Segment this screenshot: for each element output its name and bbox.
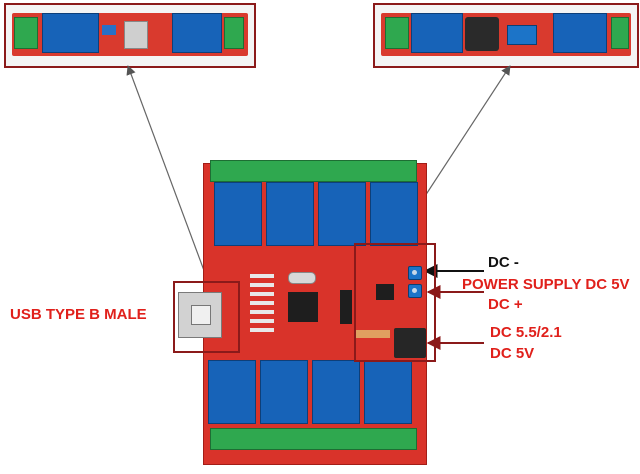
inset-blue-component (102, 25, 116, 35)
inset-usb-side (4, 3, 256, 68)
inset-relay-left (411, 13, 463, 53)
usb-port-inner (191, 305, 211, 325)
inset-power-side (373, 3, 639, 68)
crystal (288, 272, 316, 284)
relay-7 (312, 360, 360, 424)
dc-minus-label: DC - (488, 254, 519, 271)
callout-box-power (354, 243, 436, 362)
inset-relay-right (172, 13, 222, 53)
usb-label: USB TYPE B MALE (10, 306, 147, 323)
screw-terminal-minus (408, 266, 422, 280)
connector-line-left (126, 65, 210, 285)
inset-dc-jack (465, 17, 499, 51)
resistor-array (356, 330, 390, 338)
terminal-block-top (210, 160, 417, 182)
screw-terminal-plus (408, 284, 422, 298)
usb-port (178, 292, 222, 338)
terminal-block-bottom (210, 428, 417, 450)
relay-3 (318, 182, 366, 246)
dc-plus-label: DC + (488, 296, 523, 313)
relay-8 (364, 360, 412, 424)
usb-chip (376, 284, 394, 300)
inset-terminal-right (224, 17, 244, 49)
inset-relay-left (42, 13, 99, 53)
inset-terminal-left (14, 17, 38, 49)
inset-usb-port (124, 21, 148, 49)
microcontroller-chip (288, 292, 318, 322)
dc-jack-label-1: DC 5.5/2.1 (490, 324, 562, 341)
relay-6 (260, 360, 308, 424)
inset-terminal-right (611, 17, 629, 49)
driver-chip (340, 290, 352, 324)
dc-jack (394, 328, 426, 358)
inset-screw-terminal (507, 25, 537, 45)
inset-relay-right (553, 13, 607, 53)
power-supply-label: POWER SUPPLY DC 5V (462, 276, 630, 293)
relay-board (203, 160, 427, 465)
led-row (250, 274, 274, 334)
relay-5 (208, 360, 256, 424)
callout-box-usb (173, 281, 240, 353)
dc-jack-label-2: DC 5V (490, 345, 535, 362)
relay-1 (214, 182, 262, 246)
relay-4 (370, 182, 418, 246)
inset-terminal-left (385, 17, 409, 49)
relay-2 (266, 182, 314, 246)
